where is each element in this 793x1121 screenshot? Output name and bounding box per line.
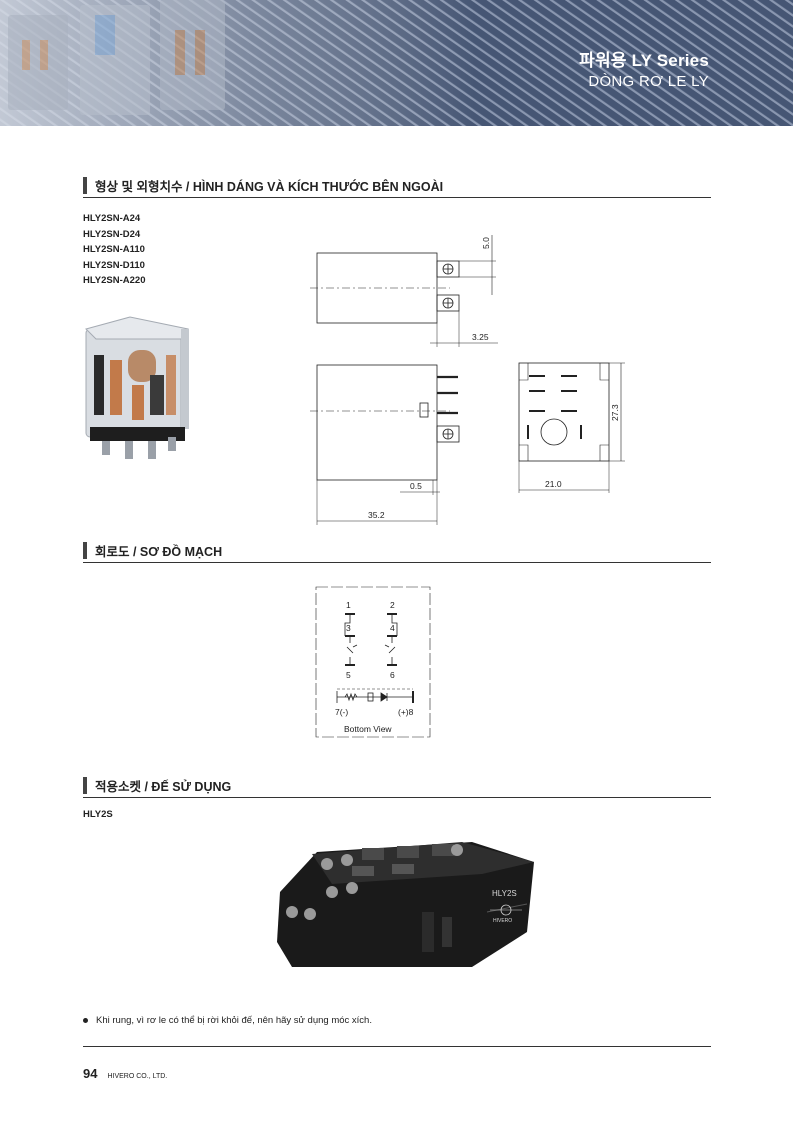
pin-3: 3 xyxy=(346,623,351,633)
section-bar xyxy=(83,541,87,559)
section-header-circuit: 회로도 / SƠ ĐỒ MẠCH xyxy=(83,538,711,563)
model-item: HLY2SN-D110 xyxy=(83,259,145,271)
banner-title-vi: DÒNG RƠ LE LY xyxy=(588,73,709,90)
banner-title: 파워용 LY Series DÒNG RƠ LE LY xyxy=(579,46,709,90)
pin-6: 6 xyxy=(390,670,395,680)
pin-8: (+)8 xyxy=(398,707,414,717)
section-bar xyxy=(83,176,87,194)
banner-relay-image xyxy=(8,0,225,115)
section-header-shape: 형상 및 외형치수 / HÌNH DÁNG VÀ KÍCH THƯỚC BÊN … xyxy=(83,173,711,198)
page-number: 94 xyxy=(83,1066,98,1081)
dim-3-25: 3.25 xyxy=(472,332,489,342)
pin-2: 2 xyxy=(390,600,395,610)
section-title-shape: 형상 및 외형치수 / HÌNH DÁNG VÀ KÍCH THƯỚC BÊN … xyxy=(95,179,444,194)
footer: 94 HIVERO CO., LTD. xyxy=(83,1066,167,1081)
banner-title-ko: 파워용 LY Series xyxy=(579,51,709,70)
model-item: HLY2SN-A24 xyxy=(83,213,141,224)
pin-4: 4 xyxy=(390,623,395,633)
bottom-view-label: Bottom View xyxy=(344,724,392,734)
section-title-circuit: 회로도 / SƠ ĐỒ MẠCH xyxy=(95,544,223,559)
pin-5: 5 xyxy=(346,670,351,680)
banner-pattern xyxy=(0,0,793,126)
header-banner: 파워용 LY Series DÒNG RƠ LE LY xyxy=(0,0,793,126)
pin-1: 1 xyxy=(346,600,351,610)
section-bar xyxy=(83,776,87,794)
bullet-icon xyxy=(83,1018,88,1023)
socket-model-mark: HLY2S xyxy=(492,889,517,898)
dim-27-3: 27.3 xyxy=(610,404,620,421)
model-list: HLY2SN-A24 HLY2SN-D24 HLY2SN-A110 HLY2SN… xyxy=(83,211,145,289)
socket-brand-mark: HIVERO xyxy=(493,918,512,924)
note: Khi rung, vì rơ le có thể bị rời khỏi đế… xyxy=(83,1015,372,1026)
pin-7: 7(-) xyxy=(335,707,348,717)
dim-5-0: 5.0 xyxy=(481,237,491,249)
section-header-socket: 적용소켓 / ĐẾ SỬ DỤNG xyxy=(83,773,711,798)
socket-model-label: HLY2S xyxy=(83,809,113,820)
model-item: HLY2SN-A110 xyxy=(83,244,145,255)
dim-0-5: 0.5 xyxy=(410,481,422,491)
relay-photo xyxy=(85,316,189,459)
footer-divider xyxy=(83,1046,711,1047)
model-item: HLY2SN-A220 xyxy=(83,275,146,286)
note-text: Khi rung, vì rơ le có thể bị rời khỏi đế… xyxy=(96,1015,372,1026)
dim-35-2: 35.2 xyxy=(368,510,385,520)
circuit-diagram: 1 2 3 4 5 6 7(-) (+)8 Bottom View xyxy=(315,586,431,738)
model-item: HLY2SN-D24 xyxy=(83,228,141,240)
relay-front-outline xyxy=(316,364,438,481)
dimension-drawing: 5.0 3.25 0.5 35.2 27.3 21.0 xyxy=(310,235,625,525)
section-title-socket: 적용소켓 / ĐẾ SỬ DỤNG xyxy=(95,779,232,794)
dim-21-0: 21.0 xyxy=(545,479,562,489)
company-name: HIVERO CO., LTD. xyxy=(107,1073,168,1080)
socket-photo: HLY2S HIVERO xyxy=(277,842,534,967)
